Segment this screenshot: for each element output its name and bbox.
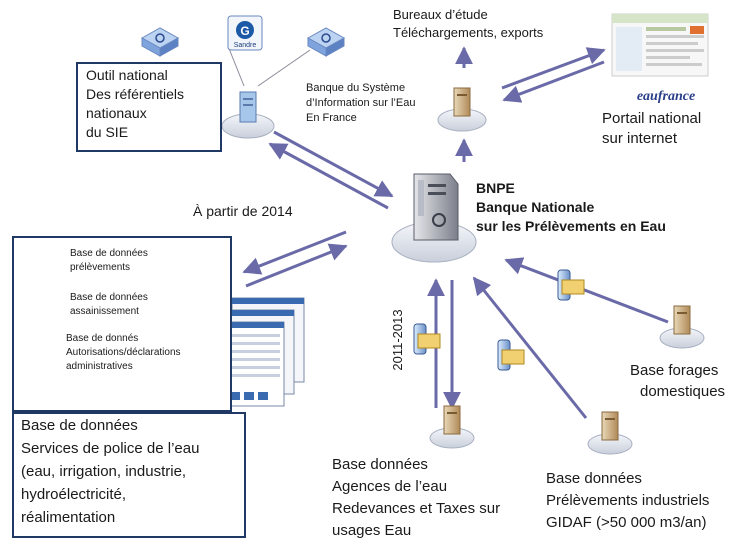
forages-line2: domestiques	[640, 383, 726, 400]
outil-line4: du SIE	[86, 124, 129, 140]
police-line1: Base de données	[21, 417, 138, 434]
banque-sie-line3: En France	[306, 112, 357, 124]
svg-text:G: G	[240, 24, 249, 38]
sandre-logo: G Sandre	[227, 15, 263, 51]
db-item3-line3: administratives	[66, 361, 133, 372]
db-item3-line1: Base de donnés	[66, 333, 139, 344]
outil-line3: nationaux	[86, 105, 147, 121]
forages-server-icon	[659, 305, 705, 349]
arrow-bnpe-to-outil	[268, 142, 389, 210]
agences-server-icon	[429, 405, 475, 449]
db-item1-line1: Base de données	[70, 248, 148, 259]
bureaux-line1: Bureaux d’étude	[393, 7, 488, 22]
sandre-logo-text: Sandre	[234, 42, 257, 49]
gidaf-line3: GIDAF (>50 000 m3/an)	[546, 514, 707, 531]
police-line5: réalimentation	[21, 509, 116, 526]
banque-sie-line1: Banque du Système	[306, 82, 406, 94]
eaufrance-portal-thumbnail	[611, 13, 709, 77]
db-item3-line2: Autorisations/déclarations	[66, 347, 181, 358]
transfer-icon-1	[413, 323, 441, 355]
outil-line2: Des référentiels	[86, 86, 185, 102]
arrow-gidaf-to-bnpe	[472, 276, 588, 419]
db-left-frame	[12, 236, 232, 412]
transfer-icon-3	[557, 269, 585, 301]
sandre-connector-lines	[227, 45, 311, 87]
sandre-cube-left-icon	[140, 27, 180, 57]
portail-line2: sur internet	[602, 130, 678, 147]
arrow-portail-to-banque	[502, 60, 605, 103]
banque-sie-server-icon	[437, 87, 487, 132]
arrow-banque-to-portail	[501, 47, 606, 90]
arrow-forages-to-bnpe	[504, 257, 669, 324]
banque-sie-line2: d’Information sur l’Eau	[306, 97, 416, 109]
bnpe-line1: BNPE	[476, 180, 515, 196]
db-item1-line2: prélèvements	[70, 262, 131, 273]
bnpe-line2: Banque Nationale	[476, 199, 595, 215]
outil-national-box	[76, 62, 222, 152]
police-line4: hydroélectricité,	[21, 486, 127, 503]
agences-line2: Agences de l’eau	[332, 478, 448, 495]
arrows	[242, 46, 669, 419]
police-line3: (eau, irrigation, industrie,	[21, 463, 187, 480]
outil-server-icon	[221, 91, 275, 139]
bnpe-line3: sur les Prélèvements en Eau	[476, 218, 666, 234]
forages-line1: Base forages	[630, 362, 719, 379]
arrow-bnpe-to-police	[242, 230, 347, 275]
outil-line1: Outil national	[86, 67, 168, 83]
transfer-icon-2	[497, 339, 525, 371]
eaufrance-logo: eaufrance	[637, 89, 695, 104]
db-item2-line1: Base de données	[70, 292, 148, 303]
agences-line4: usages Eau	[332, 522, 412, 539]
gidaf-line1: Base données	[546, 470, 642, 487]
agences-line3: Redevances et Taxes sur	[332, 500, 501, 517]
gidaf-line2: Prélèvements industriels	[546, 492, 710, 509]
police-line2: Services de police de l’eau	[21, 440, 200, 457]
police-box	[12, 412, 246, 538]
arrow-police-to-bnpe	[245, 243, 348, 288]
a-partir-label: À partir de 2014	[193, 203, 293, 219]
bureaux-line2: Téléchargements, exports	[393, 25, 544, 40]
db-item2-line2: assainissement	[70, 306, 139, 317]
arrow-outil-to-bnpe	[273, 130, 394, 198]
sandre-cube-right-icon	[306, 27, 346, 57]
years-label: 2011-2013	[390, 309, 406, 371]
portail-line1: Portail national	[602, 110, 702, 127]
gidaf-server-icon	[587, 411, 633, 455]
bnpe-server-icon	[391, 173, 477, 263]
agences-line1: Base données	[332, 456, 428, 473]
